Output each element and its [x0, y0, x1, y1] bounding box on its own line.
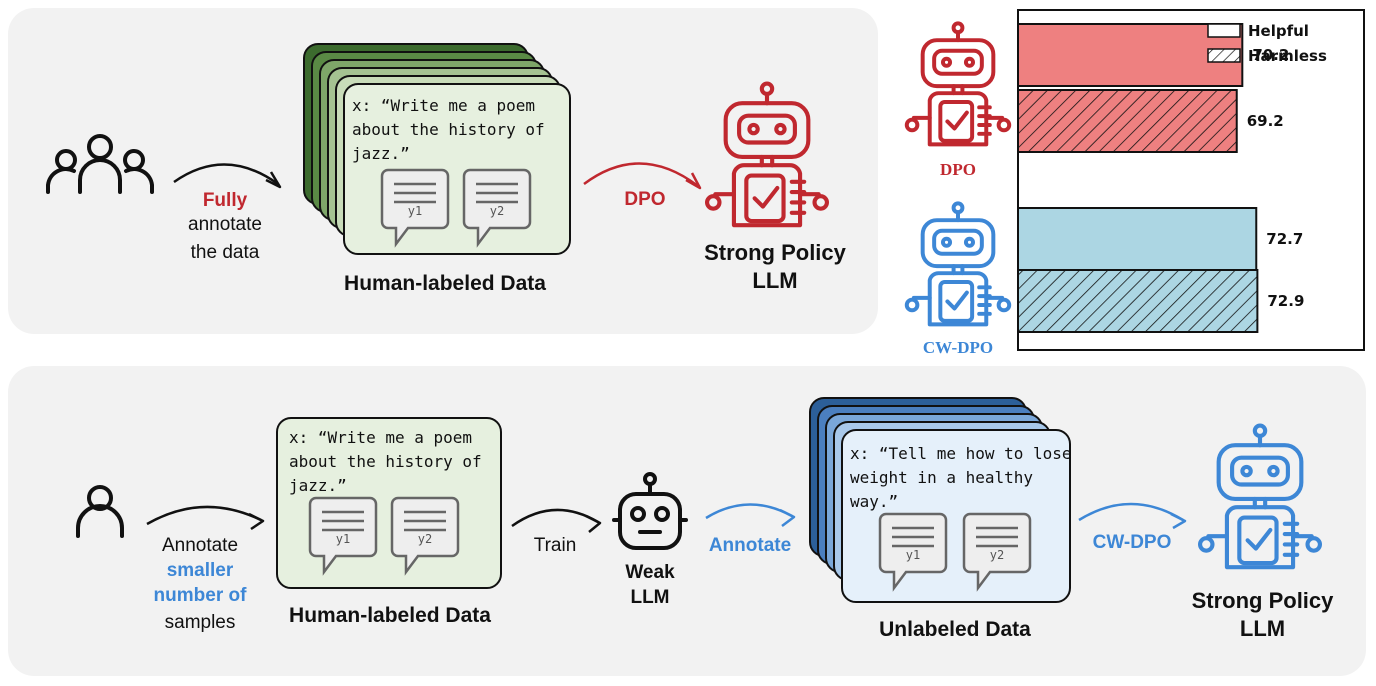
bottom-policy-label-1: Strong Policy: [1191, 588, 1334, 613]
strong-policy-robot-blue-icon: [1198, 423, 1322, 570]
weak-annotate-label: Annotate: [708, 535, 792, 556]
bar-chart: 70.2 69.2 72.7 72.9 Helpful Harmless: [1017, 9, 1365, 351]
chart-legend: Helpful Harmless: [1207, 22, 1327, 65]
bar-label-cw-dpo-harmless: 72.9: [1267, 292, 1304, 310]
person-icon: [76, 485, 124, 538]
chart-cwdpo-robot-label: CW-DPO: [922, 338, 994, 357]
bottom-annotate-3: number of: [153, 585, 247, 606]
top-y2-label: y2: [489, 204, 505, 218]
weak-llm-robot-icon: [612, 472, 688, 550]
robot-dpo-icon: [904, 21, 1012, 147]
bar-label-dpo-helpful: 70.2: [1252, 46, 1289, 64]
bar-label-cw-dpo-helpful: 72.7: [1266, 230, 1303, 248]
legend-swatch-harmless: [1207, 48, 1241, 63]
cwdpo-arrow: [1078, 502, 1187, 530]
response-bubble-icon: [390, 496, 460, 576]
bar-dpo-harmless: [1017, 89, 1238, 153]
annotate-text-1: annotate: [188, 214, 262, 235]
unlabeled-prompt-3: way.”: [850, 492, 899, 511]
dpo-arrow: [583, 162, 702, 190]
weak-llm-label-2: LLM: [630, 587, 670, 608]
top-card-prompt-1: x: “Write me a poem: [352, 96, 536, 115]
bar-cw-dpo-helpful: [1017, 207, 1258, 271]
people-group-icon: [46, 134, 154, 194]
annotate-small-arrow: [146, 505, 265, 531]
top-card-prompt-2: about the history of: [352, 120, 545, 139]
bottom-card-prompt-1: x: “Write me a poem: [289, 428, 473, 447]
top-policy-label-2: LLM: [752, 268, 798, 293]
response-bubble-icon: [380, 168, 450, 248]
legend-harmless: Harmless: [1248, 47, 1327, 65]
train-label: Train: [533, 535, 577, 556]
response-bubble-icon: [462, 168, 532, 248]
train-arrow: [511, 508, 602, 533]
unlabeled-y2-label: y2: [989, 548, 1005, 562]
response-bubble-icon: [878, 512, 948, 592]
bottom-card-prompt-3: jazz.”: [289, 476, 347, 495]
bottom-y1-label: y1: [335, 532, 351, 546]
bar-label-dpo-harmless: 69.2: [1247, 112, 1284, 130]
bottom-dataset-label: Human-labeled Data: [289, 604, 491, 627]
unlabeled-y1-label: y1: [905, 548, 921, 562]
bar-dpo-helpful: [1017, 23, 1244, 87]
cwdpo-method-label: CW-DPO: [1092, 532, 1172, 553]
chart-dpo-robot-label: DPO: [940, 160, 976, 179]
bottom-annotate-4: samples: [164, 612, 236, 633]
annotate-text-2: the data: [190, 242, 260, 263]
legend-helpful: Helpful: [1248, 22, 1309, 40]
bar-cw-dpo-harmless: [1017, 269, 1259, 333]
bottom-annotate-1: Annotate: [161, 535, 239, 556]
weak-llm-label-1: Weak: [625, 562, 675, 583]
response-bubble-icon: [962, 512, 1032, 592]
unlabeled-data-label: Unlabeled Data: [879, 618, 1031, 641]
robot-cwdpo-icon: [904, 201, 1012, 327]
top-dataset-label: Human-labeled Data: [344, 272, 546, 295]
dpo-method-label: DPO: [624, 189, 666, 210]
bottom-policy-label-2: LLM: [1239, 616, 1286, 641]
top-y1-label: y1: [407, 204, 423, 218]
bottom-y2-label: y2: [417, 532, 433, 546]
annotate-emphasis: Fully: [202, 190, 248, 211]
top-policy-label-1: Strong Policy: [704, 240, 846, 265]
top-card-prompt-3: jazz.”: [352, 144, 410, 163]
weak-annotate-arrow: [705, 503, 796, 527]
unlabeled-prompt-2: weight in a healthy: [850, 468, 1034, 487]
annotate-arrow: [173, 163, 282, 189]
strong-policy-robot-icon: [705, 81, 829, 228]
legend-swatch-helpful: [1207, 23, 1241, 38]
response-bubble-icon: [308, 496, 378, 576]
bottom-annotate-2: smaller: [166, 560, 234, 581]
bottom-card-prompt-2: about the history of: [289, 452, 482, 471]
unlabeled-prompt-1: x: “Tell me how to lose: [850, 444, 1072, 463]
